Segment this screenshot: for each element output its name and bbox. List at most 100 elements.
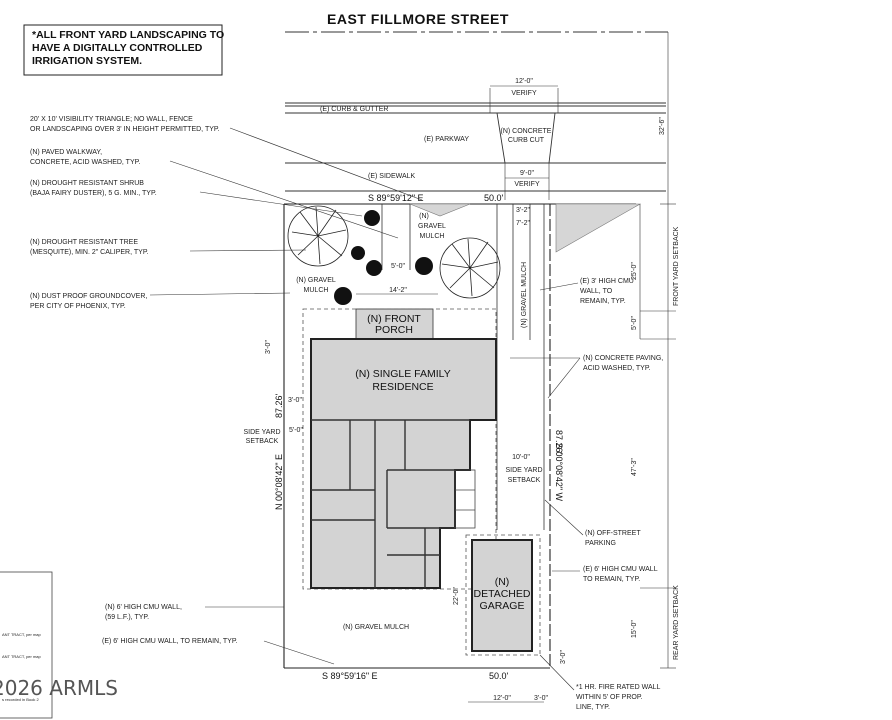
note-shrub-line2: (BAJA FAIRY DUSTER), 5 G. MIN., TYP. (30, 190, 157, 197)
shrub-icon (415, 257, 433, 275)
right-callouts: (E) 3' HIGH CMU WALL, TO REMAIN, TYP. (N… (510, 278, 663, 711)
gravel-rear-label: (N) GRAVEL MULCH (343, 624, 409, 631)
curb-cut-label-line1: (N) CONCRETE (501, 128, 552, 135)
note-visibility-line1: 20' X 10' VISIBILITY TRIANGLE; NO WALL, … (30, 116, 193, 123)
front-porch-line1: (N) FRONT (367, 313, 421, 325)
left-callouts: 20' X 10' VISIBILITY TRIANGLE; NO WALL, … (30, 116, 423, 665)
shrub-icon (334, 287, 352, 305)
curb-gutter-label: (E) CURB & GUTTER (320, 106, 388, 113)
note-paving-line1: (N) CONCRETE PAVING, (583, 355, 663, 362)
note-cmu6-line2: TO REMAIN, TYP. (583, 576, 640, 583)
west-bearing: N 00°08'42" E (274, 454, 284, 510)
side-yard-right-line2: SETBACK (508, 477, 541, 484)
right-dim-15: 15'-0" (631, 620, 638, 638)
right-dim-47-3: 47'-3" (631, 458, 638, 476)
note-parking-line2: PARKING (585, 540, 616, 547)
side-yard-right-line1: SIDE YARD (505, 467, 542, 474)
residence-label-line1: (N) SINGLE FAMILY (355, 368, 451, 380)
note-shrub-line1: (N) DROUGHT RESISTANT SHRUB (30, 180, 144, 187)
gravel-top-line1: (N) (419, 213, 429, 220)
walk-dim-7-2: 7'-2" (516, 220, 530, 227)
note-groundcover-line1: (N) DUST PROOF GROUNDCOVER, (30, 293, 147, 300)
front-yard-setback-label: FRONT YARD SETBACK (673, 226, 680, 306)
note-cmu6-line1: (E) 6' HIGH CMU WALL (583, 566, 658, 573)
residence-label-line2: RESIDENCE (372, 381, 433, 393)
garage-label-line1: (N) (495, 576, 510, 588)
gravel-left-line2: MULCH (304, 287, 329, 294)
right-dim-32-6: 32'-6" (659, 117, 666, 135)
curb-cut-verify-bottom: VERIFY (514, 181, 540, 188)
rear-yard-setback-label: REAR YARD SETBACK (673, 585, 680, 660)
bottom-dim-12: 12'-0" (493, 695, 511, 702)
irrigation-note-line2: HAVE A DIGITALLY CONTROLLED (32, 42, 203, 54)
note-cmu3-line3: REMAIN, TYP. (580, 298, 626, 305)
curb-cut (489, 85, 559, 200)
note-walkway-line2: CONCRETE, ACID WASHED, TYP. (30, 159, 140, 166)
curb-cut-verify-top: VERIFY (511, 90, 537, 97)
front-porch: (N) FRONT PORCH (355, 308, 434, 340)
left-dim-3b: 3'-0" (288, 397, 302, 404)
sidewalk-label: (E) SIDEWALK (368, 173, 416, 180)
west-length: 87.26' (274, 393, 284, 418)
note-tree-line1: (N) DROUGHT RESISTANT TREE (30, 239, 138, 246)
front-porch-line2: PORCH (375, 324, 413, 336)
left-dim-3a: 3'-0" (265, 340, 272, 354)
note-cmu-new-line1: (N) 6' HIGH CMU WALL, (105, 604, 182, 611)
garage-label-line3: GARAGE (480, 600, 525, 612)
street-right-of-way (285, 102, 666, 192)
side-steps (454, 469, 476, 529)
street-name: EAST FILLMORE STREET (327, 11, 509, 27)
shrub-icon (351, 246, 365, 260)
right-dim-5: 5'-0" (631, 316, 638, 330)
note-tree-line2: (MESQUITE), MIN. 2" CALIPER, TYP. (30, 249, 149, 256)
tree-mesquite-left (287, 205, 349, 267)
note-cmu-remain: (E) 6' HIGH CMU WALL, TO REMAIN, TYP. (102, 638, 238, 645)
curb-cut-width-bottom: 9'-0" (520, 170, 534, 177)
tree-mesquite-right (439, 237, 501, 299)
irrigation-note: *ALL FRONT YARD LANDSCAPING TO HAVE A DI… (23, 24, 224, 76)
note-groundcover-line2: PER CITY OF PHOENIX, TYP. (30, 303, 126, 310)
detached-garage: (N) DETACHED GARAGE (465, 534, 541, 656)
watermark: 2026 ARMLS (0, 676, 118, 700)
legend-line2: ANT TRACT, per map (2, 654, 42, 659)
legend-fragment: ANT TRACT, per map ANT TRACT, per map s … (0, 571, 53, 719)
porch-dim-5: 5'-0" (391, 263, 405, 270)
garage-label-line2: DETACHED (474, 588, 531, 600)
note-cmu3-line1: (E) 3' HIGH CMU (580, 278, 634, 285)
visibility-triangle-right (555, 203, 642, 253)
south-length: 50.0' (489, 671, 509, 681)
residence: (N) SINGLE FAMILY RESIDENCE (310, 338, 497, 589)
right-dim-3: 3'-0" (560, 650, 567, 664)
north-bearing: S 89°59'12" E (368, 193, 424, 203)
curb-cut-width-top: 12'-0" (515, 78, 533, 85)
east-length: 87.26' (554, 430, 564, 455)
note-visibility-line2: OR LANDSCAPING OVER 3' IN HEIGHT PERMITT… (30, 126, 220, 133)
note-cmu3-line2: WALL, TO (580, 288, 613, 295)
legend-line1: ANT TRACT, per map (2, 632, 42, 637)
note-firewall-line2: WITHIN 5' OF PROP. (576, 694, 643, 701)
east-bearing: S 00°08'42" W (554, 443, 564, 502)
curb-cut-label-line2: CURB CUT (508, 137, 545, 144)
gravel-left-line1: (N) GRAVEL (296, 277, 336, 284)
north-length: 50.0' (484, 193, 504, 203)
south-bearing: S 89°59'16" E (322, 671, 378, 681)
legend-line3: s recorded in Book 2 (2, 697, 39, 702)
gravel-mulch-strip-label: (N) GRAVEL MULCH (521, 262, 528, 328)
note-firewall-line1: *1 HR. FIRE RATED WALL (576, 684, 661, 691)
note-paving-line2: ACID WASHED, TYP. (583, 365, 651, 372)
irrigation-note-line3: IRRIGATION SYSTEM. (32, 55, 142, 67)
bottom-dim-3: 3'-0" (534, 695, 548, 702)
shrub-icon (366, 260, 382, 276)
gravel-top-line3: MULCH (420, 233, 445, 240)
side-yard-left-line1: SIDE YARD (243, 429, 280, 436)
irrigation-note-line1: *ALL FRONT YARD LANDSCAPING TO (32, 29, 224, 41)
shrubs (334, 210, 433, 305)
porch-dim-14-2: 14'-2" (389, 287, 407, 294)
left-dim-5: 5'-0" (289, 427, 303, 434)
walkway (381, 204, 411, 270)
note-firewall-line3: LINE, TYP. (576, 704, 610, 711)
right-dim-25: 25'-0" (631, 262, 638, 280)
gravel-top-line2: GRAVEL (418, 223, 446, 230)
note-parking-line1: (N) OFF-STREET (585, 530, 641, 537)
